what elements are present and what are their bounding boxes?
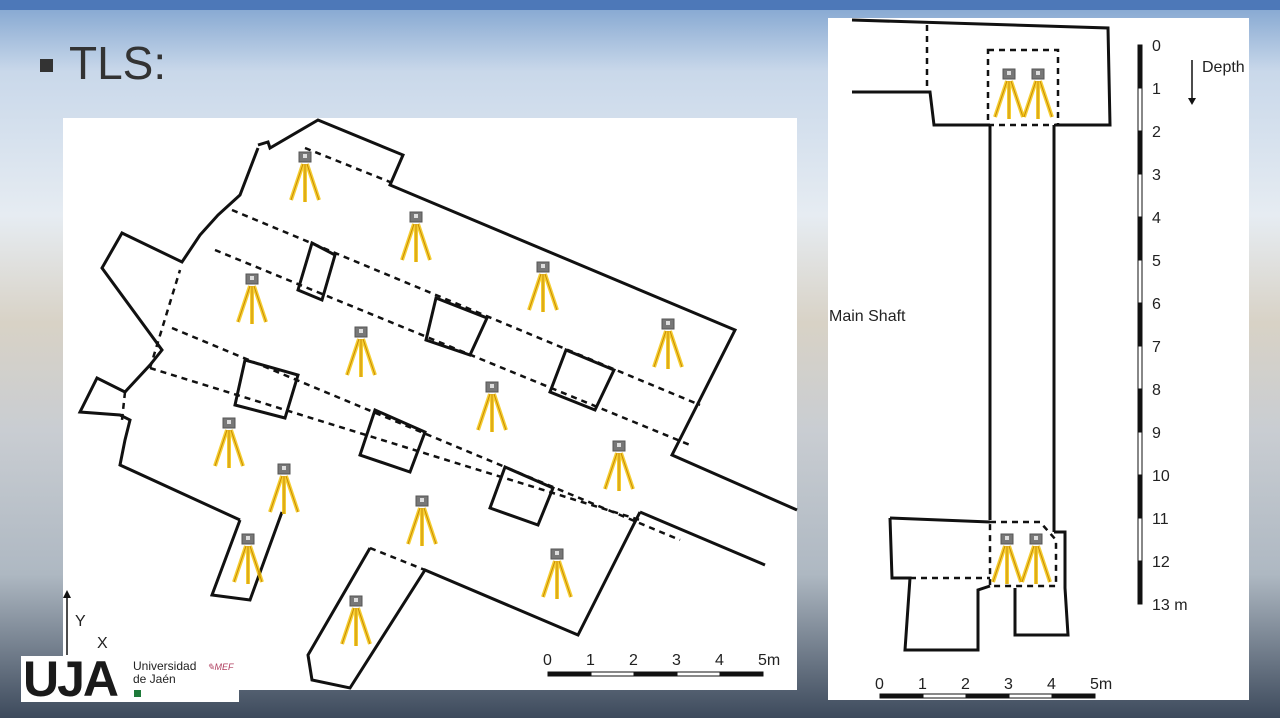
- scanner-icon: [213, 417, 245, 468]
- depth-scale-segment: [1137, 173, 1143, 218]
- scanner-icon: [400, 211, 432, 262]
- seal-text: MEF: [214, 662, 234, 672]
- depth-scale-segment: [1137, 560, 1143, 605]
- depth-tick-label: 11: [1152, 511, 1169, 528]
- right-scale-bar: [879, 693, 1096, 699]
- depth-scale-segment: [1137, 259, 1143, 304]
- depth-label: Depth: [1202, 59, 1245, 76]
- depth-scale-segment: [1137, 431, 1143, 476]
- scanner-icon: [541, 548, 573, 599]
- scanner-markers: [213, 68, 1054, 646]
- depth-tick-label: 0: [1152, 38, 1161, 55]
- scanner-icon: [603, 440, 635, 491]
- slide-title: TLS:: [40, 36, 166, 90]
- scale-bar-label: 2: [629, 652, 638, 669]
- y-axis-arrow-head: [63, 590, 71, 598]
- scanner-icon: [476, 381, 508, 432]
- scanner-icon: [991, 533, 1023, 584]
- scanner-icon: [340, 595, 372, 646]
- scanner-icon: [652, 318, 684, 369]
- scale-bar-label: 1: [586, 652, 595, 669]
- depth-tick-label: 8: [1152, 382, 1161, 399]
- scale-bar-label: 2: [961, 676, 970, 693]
- logo-line2: de Jaén: [133, 672, 176, 686]
- scanner-icon: [236, 273, 268, 324]
- logo-green-square: [134, 690, 141, 697]
- depth-tick-label: 4: [1152, 210, 1161, 227]
- scale-bar-label: 5m: [758, 652, 781, 669]
- depth-scale-bar: [1137, 44, 1143, 605]
- depth-scale-segment: [1137, 345, 1143, 390]
- depth-scale-segment: [1137, 130, 1143, 175]
- logo-line1: Universidad: [133, 659, 197, 673]
- scale-bar-label: 3: [672, 652, 681, 669]
- depth-scale-segment: [1137, 302, 1143, 347]
- depth-scale-segment: [1137, 517, 1143, 562]
- x-axis-label: X: [97, 635, 108, 652]
- depth-tick-label: 6: [1152, 296, 1161, 313]
- scale-bar-label: 4: [715, 652, 724, 669]
- depth-tick-label: 1: [1152, 81, 1161, 98]
- scanner-icon: [268, 463, 300, 514]
- depth-tick-label: 5: [1152, 253, 1161, 270]
- depth-tick-label: 2: [1152, 124, 1161, 141]
- scale-bar-label: 1: [918, 676, 927, 693]
- depth-tick-label: 3: [1152, 167, 1161, 184]
- y-axis-label: Y: [75, 613, 86, 630]
- bullet-icon: [40, 58, 53, 72]
- depth-tick-label: 13 m: [1152, 597, 1188, 614]
- scanner-icon: [1022, 68, 1054, 119]
- floor-plan-dashed-lines: [120, 146, 701, 572]
- depth-tick-label: 9: [1152, 425, 1161, 442]
- seal-logo: ✎MEF: [207, 662, 234, 672]
- floor-plan-outline: [77, 118, 798, 690]
- depth-tick-label: 10: [1152, 468, 1170, 485]
- depth-scale-segment: [1137, 474, 1143, 519]
- scale-bar-label: 4: [1047, 676, 1056, 693]
- depth-tick-label: 12: [1152, 554, 1170, 571]
- floor-plan-panel: [63, 118, 797, 690]
- title-text: TLS:: [69, 37, 167, 89]
- scanner-icon: [289, 151, 321, 202]
- depth-arrow-head: [1188, 98, 1196, 105]
- main-shaft-label: Main Shaft: [829, 308, 906, 325]
- scale-bar-label: 0: [543, 652, 552, 669]
- scale-bar-label: 0: [875, 676, 884, 693]
- scanner-icon: [1020, 533, 1052, 584]
- scanner-icon: [345, 326, 377, 377]
- depth-scale-segment: [1137, 87, 1143, 132]
- logo-mark: UJA: [23, 651, 119, 707]
- left-scale-bar: [547, 671, 764, 677]
- scale-bar-label: 3: [1004, 676, 1013, 693]
- shaft-dashed-lines: [910, 25, 1060, 588]
- scanner-icon: [406, 495, 438, 546]
- depth-tick-label: 7: [1152, 339, 1161, 356]
- depth-scale-segment: [1137, 216, 1143, 261]
- scanner-icon: [527, 261, 559, 312]
- scanner-icon: [232, 533, 264, 584]
- scanner-icon: [993, 68, 1025, 119]
- shaft-outline: [851, 18, 1112, 652]
- depth-scale-segment: [1137, 388, 1143, 433]
- scale-bar-label: 5m: [1090, 676, 1113, 693]
- depth-scale-segment: [1137, 44, 1143, 89]
